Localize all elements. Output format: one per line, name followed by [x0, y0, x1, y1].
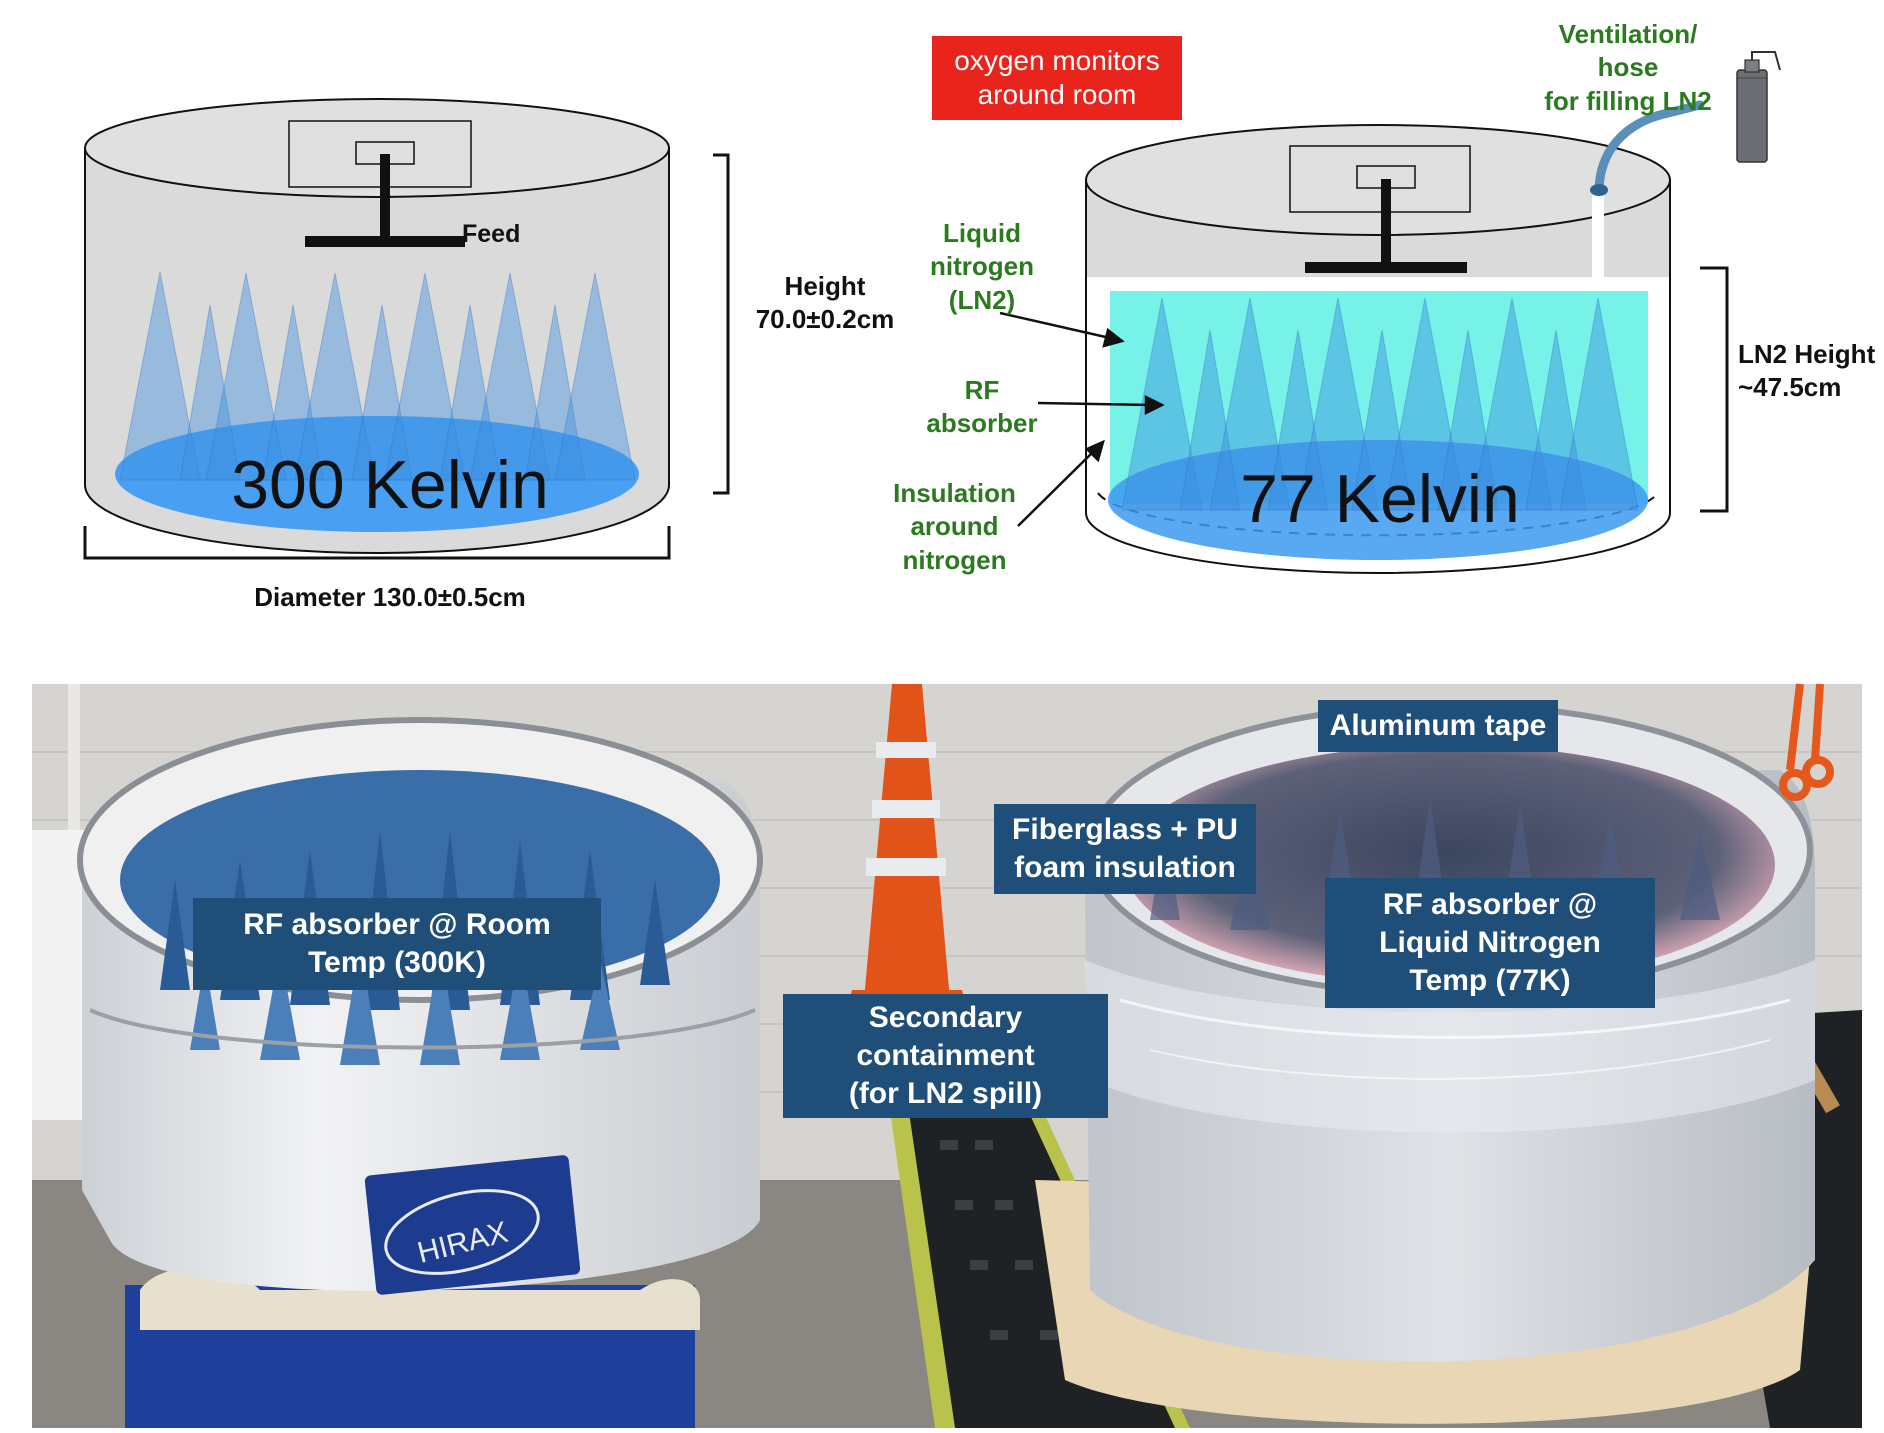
ln2-absorber-callout: RF absorber @ Liquid Nitrogen Temp (77K): [1325, 878, 1655, 1008]
height-bracket: [713, 153, 730, 495]
oxygen-monitor-note: oxygen monitors around room: [932, 36, 1182, 120]
rf-absorber-label: RF absorber: [926, 375, 1038, 439]
height-label: Height 70.0±0.2cm: [755, 271, 895, 334]
fill-hose: [1590, 100, 1705, 196]
diameter-bracket: [83, 526, 671, 560]
ln2-height-bracket: [1700, 266, 1729, 513]
feed-label: Feed: [462, 220, 521, 248]
diameter-label: Diameter 130.0±0.5cm: [254, 582, 526, 612]
aluminum-tape-callout: Aluminum tape: [1318, 700, 1558, 752]
orange-tongs: [1779, 683, 1834, 801]
ventilation-label: Ventilation/ hose for filling LN2: [1544, 19, 1712, 116]
ln2-dewar-icon: [1736, 51, 1781, 163]
annotation-arrows: [999, 311, 1165, 527]
insulation-label: Insulation around nitrogen: [893, 478, 1016, 575]
room-temp-tank: HIRAX: [77, 717, 763, 1428]
ln2-temp-label: 77 Kelvin: [1240, 461, 1520, 537]
secondary-containment-callout: Secondary containment (for LN2 spill): [783, 994, 1108, 1118]
insulation-callout: Fiberglass + PU foam insulation: [994, 804, 1256, 894]
ln2-cylinder: [1085, 124, 1671, 574]
room-temp-label: 300 Kelvin: [231, 447, 549, 523]
ln2-label: Liquid nitrogen (LN2): [930, 218, 1034, 315]
room-temp-cylinder: [84, 98, 670, 554]
room-temp-absorber-callout: RF absorber @ Room Temp (300K): [193, 898, 601, 990]
ln2-height-label: LN2 Height ~47.5cm: [1738, 339, 1876, 402]
